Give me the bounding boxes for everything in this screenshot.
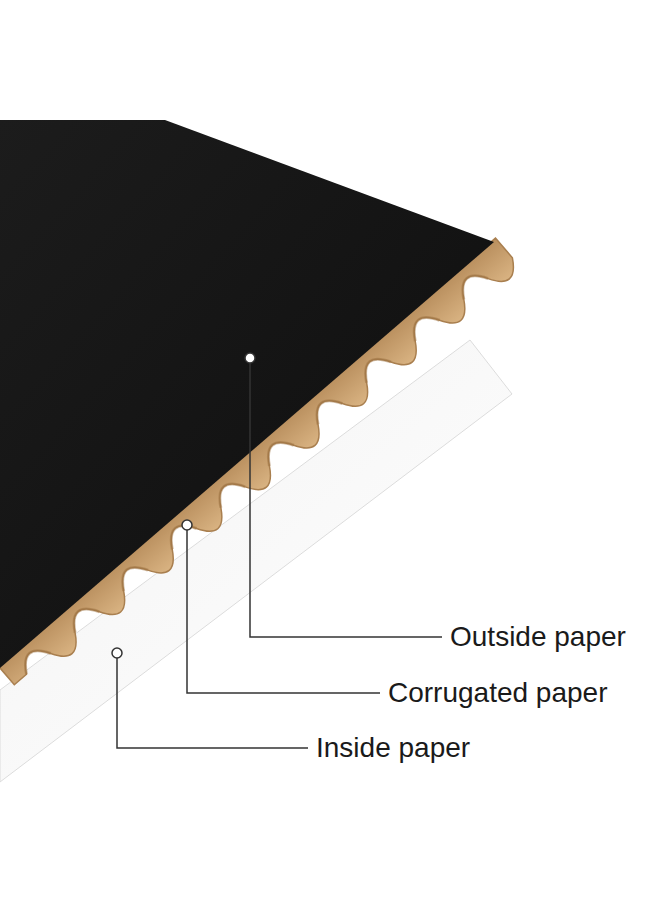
part-label: Outside paper bbox=[450, 619, 626, 655]
part-label: Corrugated paper bbox=[388, 675, 607, 711]
leader-dots bbox=[112, 353, 255, 658]
part-label: Inside paper bbox=[316, 730, 470, 766]
outside-sheet bbox=[0, 120, 494, 668]
